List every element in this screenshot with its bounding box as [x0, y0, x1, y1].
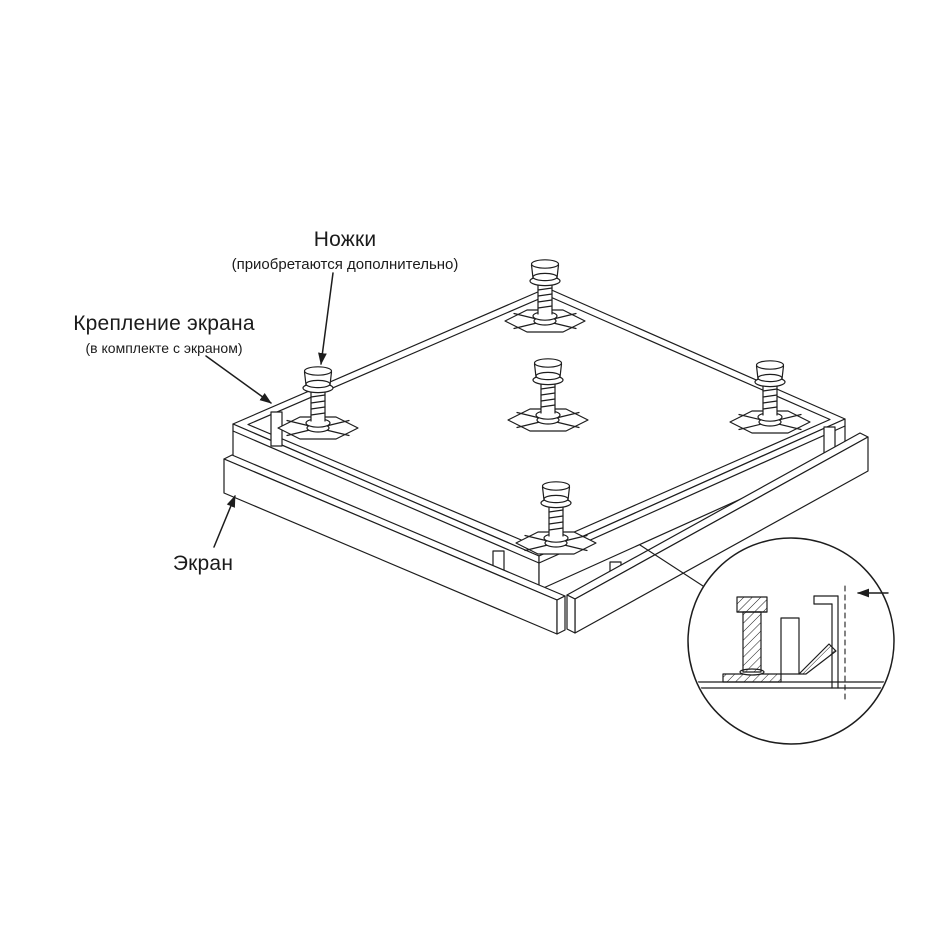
bracket-brace [798, 643, 837, 675]
detail-leader-line [639, 544, 704, 587]
label-mount-subtitle: (в комплекте с экраном) [85, 340, 243, 357]
label-screen-title: Экран [172, 552, 234, 575]
screen-section [813, 595, 839, 689]
label-feet-title: Ножки [313, 228, 377, 251]
foot-section [722, 596, 782, 683]
tray-rim [247, 294, 831, 549]
feet-arrow [318, 272, 334, 365]
detail-view [689, 585, 893, 703]
screen-arrow [213, 495, 236, 548]
label-arrows [205, 272, 334, 548]
label-feet-subtitle: (приобретаются дополнительно) [231, 256, 459, 274]
mount-arrow [205, 355, 272, 404]
label-feet: Ножки (приобретаются дополнительно) [195, 228, 495, 273]
label-screen: Экран [153, 552, 253, 576]
label-mount: Крепление экрана (в комплекте с экраном) [14, 312, 314, 356]
screen-panel-right [566, 432, 869, 634]
label-mount-title: Крепление экрана [73, 312, 255, 335]
screen-panel-front [223, 454, 566, 635]
foot-back [504, 259, 586, 333]
bracket-plate [780, 617, 800, 675]
